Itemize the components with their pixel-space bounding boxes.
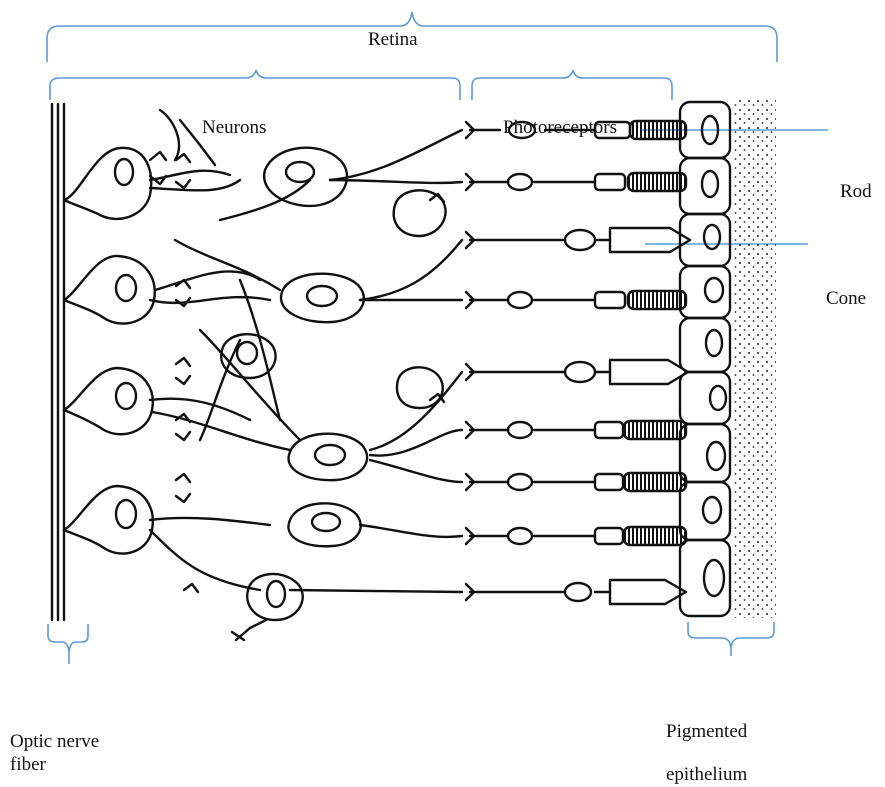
photoreceptor-row-6 bbox=[464, 419, 688, 441]
photoreceptor-row-4 bbox=[464, 289, 688, 311]
pigment-stipple bbox=[732, 98, 776, 618]
epithelium-cells bbox=[678, 100, 732, 618]
optic-nerve-fiber-label: Optic nerve fiber bbox=[10, 731, 99, 777]
neurons-label: Neurons bbox=[202, 117, 267, 138]
photoreceptors-bracket bbox=[471, 69, 673, 100]
retina-bracket bbox=[46, 11, 778, 62]
horizontal-cells bbox=[220, 189, 447, 642]
optic-nerve-line-2: fiber bbox=[10, 753, 46, 775]
photoreceptor-row-1 bbox=[464, 119, 688, 141]
photoreceptor-row-8 bbox=[464, 525, 688, 547]
photoreceptor-row-9-cone bbox=[464, 578, 688, 606]
ganglion-cells bbox=[62, 146, 156, 555]
retina-label: Retina bbox=[368, 29, 418, 50]
pigmented-label: Pigmented bbox=[666, 721, 748, 742]
neurons-bracket bbox=[49, 69, 461, 100]
neuron-dendrites bbox=[148, 108, 464, 594]
pigmented-bracket bbox=[687, 622, 775, 649]
optic-nerve-fibers bbox=[50, 102, 66, 622]
rod-outer-segment bbox=[628, 119, 688, 141]
photoreceptor-row-7 bbox=[464, 471, 688, 493]
photoreceptors-label: Photoreceptors bbox=[503, 117, 617, 138]
photoreceptor-row-5-cone bbox=[464, 358, 690, 386]
photoreceptor-row-2 bbox=[464, 171, 688, 193]
photoreceptor-row-3-cone bbox=[464, 226, 692, 254]
synapse-knobs bbox=[148, 150, 446, 594]
bipolar-cells bbox=[262, 146, 369, 548]
rod-label: Rod bbox=[840, 181, 872, 202]
brackets bbox=[46, 11, 828, 664]
epithelium-label: epithelium bbox=[666, 764, 748, 785]
optic-nerve-line-1: Optic nerve bbox=[10, 731, 100, 752]
optic-fiber-bracket bbox=[47, 624, 89, 653]
cone-label: Cone bbox=[826, 288, 867, 309]
